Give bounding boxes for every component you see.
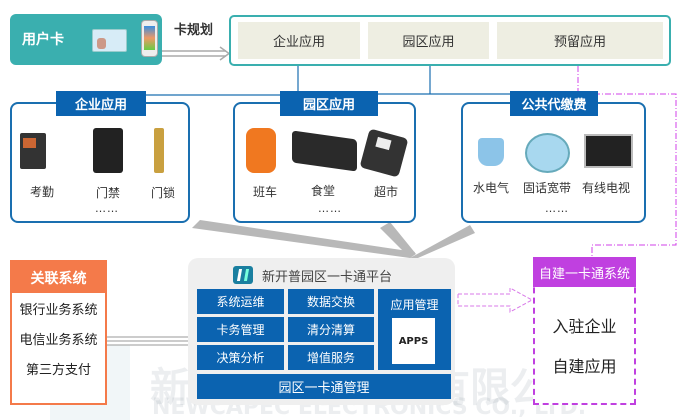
module-ops: 系统运维: [197, 289, 284, 314]
related-third-party-pay: 第三方支付: [25, 362, 91, 378]
related-systems-box: 关联系统 银行业务系统 电信业务系统 第三方支付: [10, 260, 107, 405]
module-data-exchange: 数据交换: [288, 289, 374, 314]
newcapec-logo-icon: [233, 266, 253, 284]
item-door-lock: 门锁: [150, 186, 175, 200]
related-link: [107, 336, 188, 346]
panel-public-fees-title: 公共代缴费: [510, 91, 598, 116]
self-built-title: 自建一卡通系统: [533, 257, 636, 287]
apps-box: APPS: [392, 318, 435, 364]
id-card-icon: [92, 29, 127, 52]
module-card-mgmt: 卡务管理: [197, 317, 284, 342]
item-attendance: 考勤: [29, 185, 54, 199]
phone-icon: [141, 20, 158, 57]
module-value-added: 增值服务: [288, 345, 374, 370]
reserved-link: [577, 66, 677, 257]
item-cable-tv: 有线电视: [581, 181, 630, 195]
more-enterprise: ……: [95, 202, 119, 215]
park-card-mgmt-bar: 园区一卡通管理: [197, 374, 451, 399]
attendance-device-icon: [20, 133, 46, 169]
item-shuttle: 班车: [252, 185, 277, 199]
platform-title: 新开普园区一卡通平台: [262, 270, 393, 285]
module-settlement: 清分清算: [288, 317, 374, 342]
item-access-control: 门禁: [95, 186, 120, 200]
item-utilities: 水电气: [472, 181, 509, 195]
more-public-fees: ……: [545, 202, 569, 215]
access-control-icon: [93, 128, 123, 173]
shuttle-reader-icon: [246, 128, 276, 173]
top-app-park: 园区应用: [368, 22, 489, 59]
water-tap-icon: [478, 138, 504, 166]
tv-icon: [584, 134, 633, 168]
more-park: ……: [318, 202, 342, 215]
top-app-reserved: 预留应用: [497, 22, 663, 59]
related-systems-title: 关联系统: [12, 262, 105, 293]
self-built-line-1: 入驻企业: [552, 317, 617, 336]
card-plan-arrow: [162, 46, 231, 61]
module-decision: 决策分析: [197, 345, 284, 370]
self-built-box: 自建一卡通系统 入驻企业 自建应用: [533, 257, 636, 405]
panel-enterprise-title: 企业应用: [56, 91, 146, 116]
door-lock-icon: [154, 128, 164, 173]
user-card-label: 用户卡: [22, 32, 64, 48]
item-phone-broadband: 固话宽带: [522, 181, 571, 195]
telephone-icon: [525, 133, 570, 173]
item-supermarket: 超市: [373, 185, 398, 199]
item-canteen: 食堂: [310, 184, 335, 198]
self-built-arrow: [457, 287, 534, 313]
related-bank: 银行业务系统: [19, 302, 98, 318]
user-card: 用户卡: [10, 14, 162, 65]
card-planning-label: 卡规划: [174, 23, 214, 38]
platform-arrows: [192, 220, 475, 258]
panel-park-title: 园区应用: [280, 91, 378, 116]
self-built-line-2: 自建应用: [552, 357, 617, 376]
top-app-enterprise: 企业应用: [238, 22, 360, 59]
app-mgmt-title: 应用管理: [390, 298, 439, 312]
connector-park: [324, 66, 554, 95]
related-telecom: 电信业务系统: [19, 332, 98, 348]
